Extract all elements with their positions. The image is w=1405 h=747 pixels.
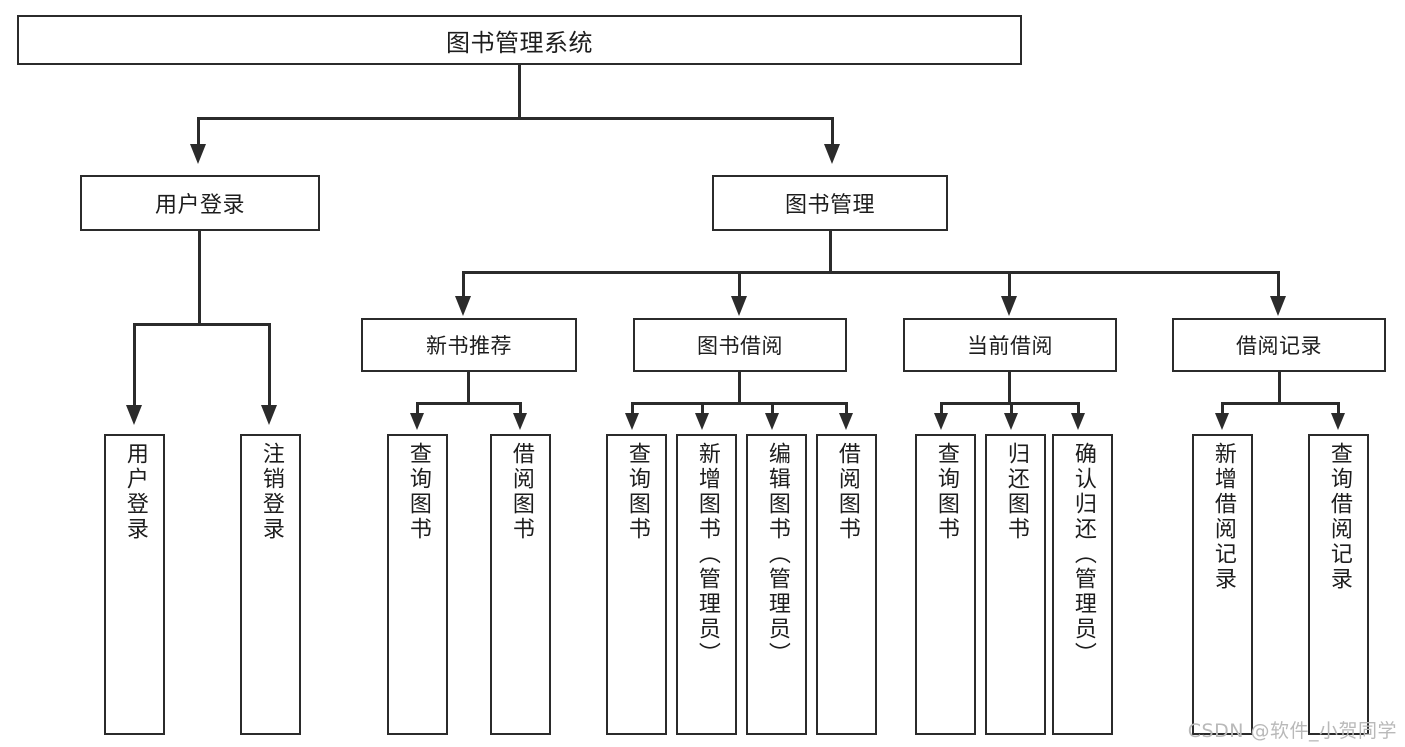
csdn-watermark: CSDN @软件_小贺同学 (1187, 720, 1397, 742)
connector-bm-drop-3 (1008, 271, 1011, 299)
node-label: 新增借阅记录 (1210, 442, 1236, 592)
node-label: 确认归还（管理员） (1070, 442, 1096, 667)
node-label: 编辑图书（管理员） (764, 442, 790, 667)
node-label: 当前借阅 (967, 334, 1053, 358)
arrow-to-leaf-bb-borrow (839, 413, 853, 430)
node-label: 图书管理 (784, 193, 875, 218)
connector-bb-drop-4 (845, 402, 848, 416)
arrow-to-leaf-user-login (126, 405, 142, 425)
arrow-to-leaf-nb-borrow (513, 413, 527, 430)
connector-new-book-bus (416, 402, 522, 405)
leaf-node-bb-add-book[interactable]: 新增图书（管理员） (676, 434, 737, 735)
node-label: 查询图书 (624, 442, 650, 542)
node-label: 图书借阅 (697, 334, 783, 358)
connector-book-borrow-bus (631, 402, 848, 405)
connector-borrow-record-bus (1221, 402, 1340, 405)
connector-borrow-record-stem (1278, 372, 1281, 404)
leaf-node-cb-confirm-return[interactable]: 确认归还（管理员） (1052, 434, 1113, 735)
leaf-node-br-add-record[interactable]: 新增借阅记录 (1192, 434, 1253, 735)
arrow-to-leaf-bb-query (625, 413, 639, 430)
arrow-to-leaf-bb-add (695, 413, 709, 430)
arrow-to-leaf-cb-return (1004, 413, 1018, 430)
connector-book-management-stem (829, 231, 832, 273)
connector-root-bus (197, 117, 834, 120)
node-label: 注销登录 (258, 442, 284, 542)
arrow-to-leaf-logout (261, 405, 277, 425)
node-label: 查询图书 (405, 442, 431, 542)
leaf-node-br-query-record[interactable]: 查询借阅记录 (1308, 434, 1369, 735)
arrow-to-leaf-br-query (1331, 413, 1345, 430)
connector-new-book-stem (467, 372, 470, 404)
connector-nb-drop-2 (519, 402, 522, 416)
connector-bm-drop-4 (1277, 271, 1280, 299)
connector-bm-drop-1 (462, 271, 465, 299)
arrow-to-new-book (455, 296, 471, 316)
node-label: 归还图书 (1003, 442, 1029, 542)
connector-cb-drop-2 (1010, 402, 1013, 416)
leaf-node-bb-query-book[interactable]: 查询图书 (606, 434, 667, 735)
connector-bb-drop-1 (631, 402, 634, 416)
connector-root-right-drop (831, 117, 834, 147)
node-label: 用户登录 (122, 442, 148, 542)
arrow-to-borrow-record (1270, 296, 1286, 316)
node-label: 借阅记录 (1236, 334, 1322, 358)
leaf-node-user-login[interactable]: 用户登录 (104, 434, 165, 735)
connector-user-login-stem (198, 231, 201, 326)
connector-cb-drop-1 (940, 402, 943, 416)
node-label: 借阅图书 (834, 442, 860, 542)
node-book-borrow[interactable]: 图书借阅 (633, 318, 847, 372)
arrow-to-book-management (824, 144, 840, 164)
connector-root-stem (518, 65, 521, 117)
node-label: 用户登录 (154, 193, 245, 218)
node-borrow-record[interactable]: 借阅记录 (1172, 318, 1386, 372)
node-label: 新增图书（管理员） (694, 442, 720, 667)
arrow-to-leaf-br-add (1215, 413, 1229, 430)
connector-user-login-drop-2 (268, 323, 271, 408)
connector-bb-drop-3 (771, 402, 774, 416)
connector-user-login-drop-1 (133, 323, 136, 408)
leaf-node-bb-edit-book[interactable]: 编辑图书（管理员） (746, 434, 807, 735)
connector-nb-drop-1 (416, 402, 419, 416)
node-label: 借阅图书 (508, 442, 534, 542)
node-current-borrow[interactable]: 当前借阅 (903, 318, 1117, 372)
arrow-to-book-borrow (731, 296, 747, 316)
arrow-to-leaf-cb-confirm (1071, 413, 1085, 430)
arrow-to-leaf-cb-query (934, 413, 948, 430)
arrow-to-leaf-bb-edit (765, 413, 779, 430)
connector-book-management-bus (462, 271, 1280, 274)
connector-user-login-bus (133, 323, 270, 326)
connector-root-left-drop (197, 117, 200, 147)
node-label: 图书管理系统 (446, 28, 593, 57)
node-label: 新书推荐 (426, 334, 512, 358)
node-new-book-recommend[interactable]: 新书推荐 (361, 318, 577, 372)
node-label: 查询借阅记录 (1326, 442, 1352, 592)
node-book-management-system[interactable]: 图书管理系统 (17, 15, 1022, 65)
leaf-node-bb-borrow-book[interactable]: 借阅图书 (816, 434, 877, 735)
connector-bm-drop-2 (738, 271, 741, 299)
leaf-node-cb-query-book[interactable]: 查询图书 (915, 434, 976, 735)
leaf-node-nb-borrow-book[interactable]: 借阅图书 (490, 434, 551, 735)
connector-br-drop-1 (1221, 402, 1224, 416)
leaf-node-nb-query-book[interactable]: 查询图书 (387, 434, 448, 735)
connector-current-borrow-stem (1008, 372, 1011, 404)
node-book-management[interactable]: 图书管理 (712, 175, 948, 231)
arrow-to-user-login (190, 144, 206, 164)
node-label: 查询图书 (933, 442, 959, 542)
leaf-node-logout[interactable]: 注销登录 (240, 434, 301, 735)
connector-br-drop-2 (1337, 402, 1340, 416)
connector-bb-drop-2 (701, 402, 704, 416)
arrow-to-current-borrow (1001, 296, 1017, 316)
node-user-login[interactable]: 用户登录 (80, 175, 320, 231)
leaf-node-cb-return-book[interactable]: 归还图书 (985, 434, 1046, 735)
connector-cb-drop-3 (1077, 402, 1080, 416)
connector-book-borrow-stem (738, 372, 741, 404)
arrow-to-leaf-nb-query (410, 413, 424, 430)
